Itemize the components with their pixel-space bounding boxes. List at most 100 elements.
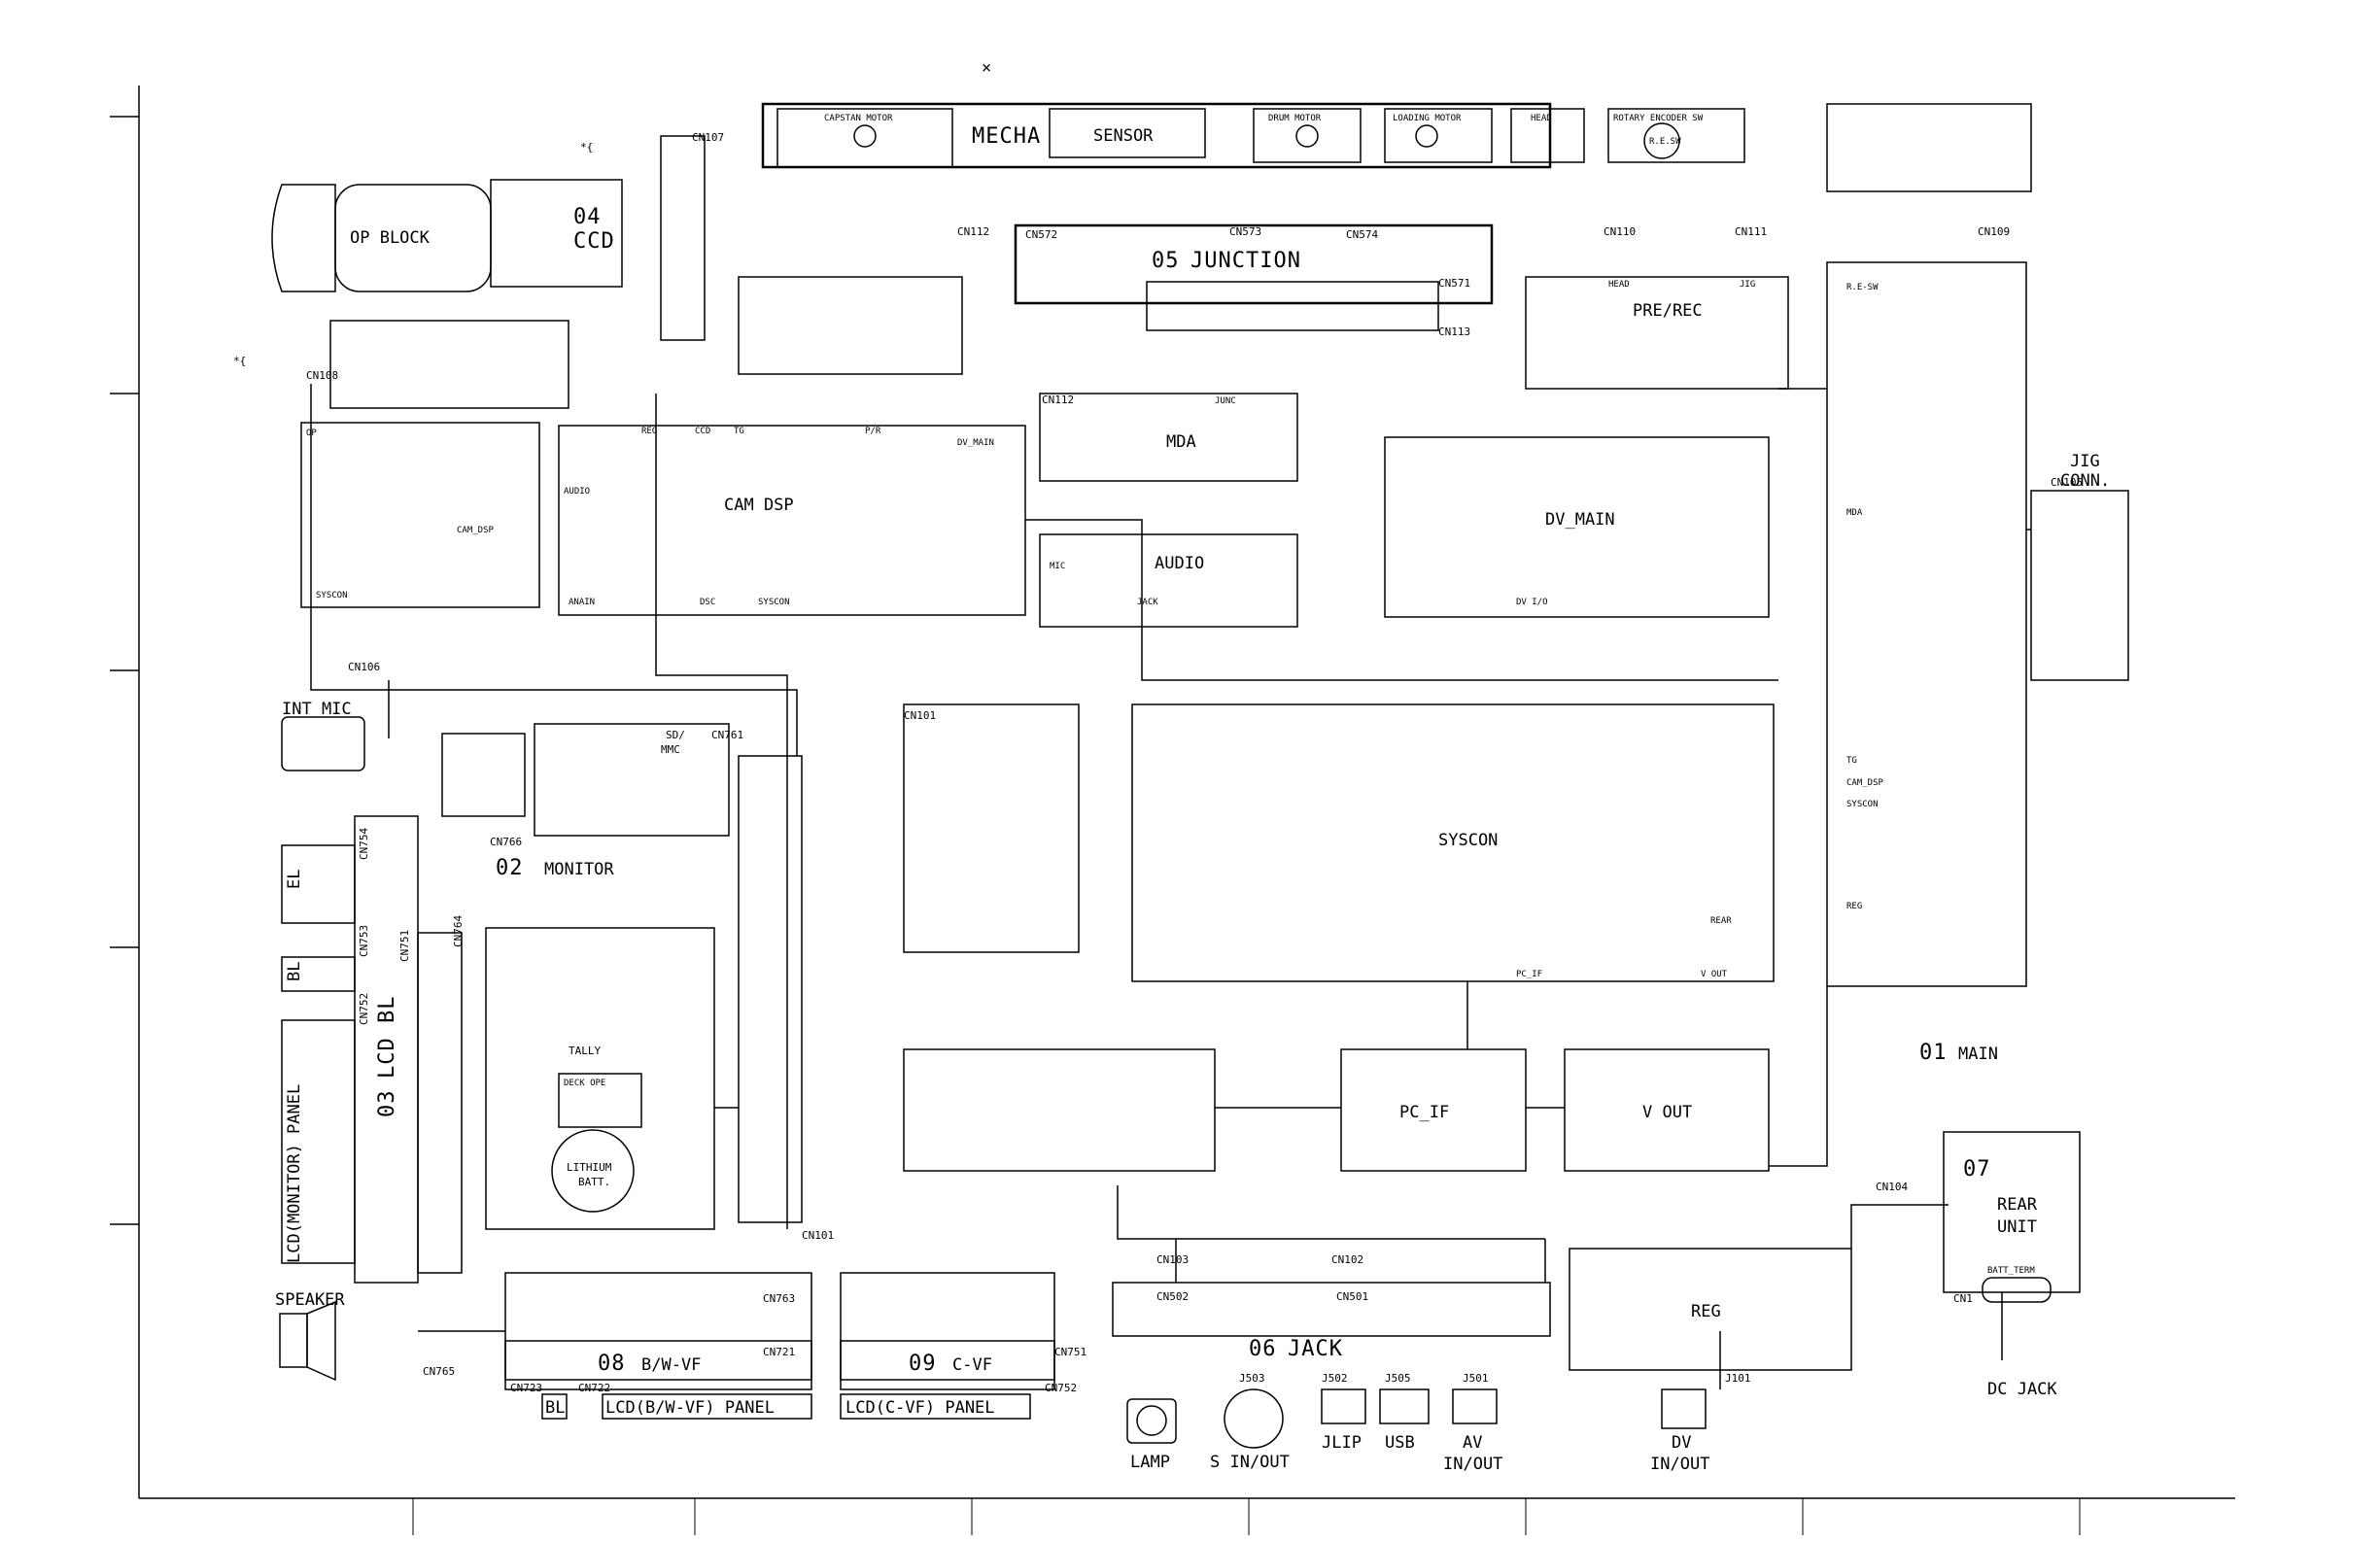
connector-cn107: CN107: [692, 131, 724, 144]
sub-label-v-out: V OUT: [1701, 970, 1728, 979]
connector-cn766: CN766: [490, 836, 522, 848]
connector-cn102: CN102: [1331, 1253, 1363, 1266]
connector-cn109: CN109: [1978, 225, 2010, 238]
loading-motor-label: LOADING MOTOR: [1393, 114, 1462, 123]
sub-label-tg: TG: [734, 427, 744, 436]
sub-label-audio: AUDIO: [564, 487, 590, 497]
connector-cn502: CN502: [1156, 1290, 1189, 1303]
connector-cn573: CN573: [1229, 225, 1261, 238]
rear-unit-label-2: UNIT: [1997, 1217, 2037, 1237]
bl-label: BL: [285, 962, 304, 981]
dc-jack-label: DC JACK: [1987, 1380, 2057, 1399]
jlip-label: JLIP: [1322, 1433, 1362, 1453]
monitor-label: MONITOR: [544, 860, 614, 879]
sub-label-syscon-r: SYSCON: [1846, 800, 1879, 809]
connector-j502: J502: [1322, 1372, 1348, 1385]
connector-cn110: CN110: [1604, 225, 1636, 238]
connector-cn764: CN764: [452, 915, 465, 947]
dv-main-label: DV_MAIN: [1545, 510, 1615, 530]
sub-label-dv-main: DV_MAIN: [957, 438, 994, 448]
left-brace-mark-2: *{: [233, 355, 246, 367]
sub-label-tg-r: TG: [1846, 756, 1857, 766]
speaker-label: SPEAKER: [275, 1290, 345, 1310]
connector-cn765: CN765: [423, 1365, 455, 1378]
lcd-bw-panel-label: LCD(B/W-VF) PANEL: [605, 1398, 775, 1418]
bw-vf-label: B/W-VF: [641, 1355, 701, 1375]
pc-if-label: PC_IF: [1399, 1103, 1449, 1122]
sub-label-op: OP: [306, 428, 317, 438]
connector-cn754: CN754: [358, 828, 370, 860]
s-in-out-label: S IN/OUT: [1210, 1453, 1290, 1472]
connector-cn501: CN501: [1336, 1290, 1368, 1303]
connector-cn104: CN104: [1876, 1181, 1908, 1193]
drum-motor-label: DRUM MOTOR: [1268, 114, 1322, 123]
bw-vf-number: 08: [598, 1352, 626, 1376]
tally-label: TALLY: [569, 1045, 601, 1057]
connector-cn761: CN761: [711, 729, 743, 741]
connector-cn721: CN721: [763, 1346, 795, 1358]
op-block-label: OP BLOCK: [350, 228, 431, 248]
lamp-label: LAMP: [1130, 1453, 1170, 1472]
cam-dsp-label: CAM DSP: [724, 496, 794, 515]
sub-label-mic: MIC: [1050, 562, 1065, 571]
lithium-label: LITHIUM: [567, 1161, 612, 1174]
sub-label-p-r: P/R: [865, 427, 881, 436]
connector-cn101: CN101: [802, 1229, 834, 1242]
lcd-bl-label: LCD BL: [375, 996, 399, 1079]
junction-label: JUNCTION: [1190, 249, 1301, 273]
el-label: EL: [285, 870, 304, 889]
connector-cn763: CN763: [763, 1292, 795, 1305]
connector-cn1: CN1: [1953, 1292, 1973, 1305]
sub-label-dv-i-o: DV I/O: [1516, 598, 1548, 607]
connector-cn112b: CN112: [1042, 394, 1074, 406]
connector-cn108: CN108: [306, 369, 338, 382]
connector-cn103: CN103: [1156, 1253, 1189, 1266]
sub-label-r-e-sw: R.E-SW: [1846, 283, 1879, 292]
batt-term-label: BATT_TERM: [1987, 1266, 2035, 1276]
ccd-number: 04: [573, 205, 602, 229]
connector-cn112: CN112: [957, 225, 989, 238]
connector-cn752: CN752: [358, 993, 370, 1025]
c-vf-label: C-VF: [952, 1355, 992, 1375]
ccd-label: CCD: [573, 229, 615, 254]
sub-label-head: HEAD: [1608, 280, 1630, 290]
jig-conn-label-2: CONN.: [2060, 471, 2110, 491]
connector-cn101b: CN101: [904, 709, 936, 722]
sub-label-cam-dsp-r: CAM_DSP: [1846, 778, 1884, 788]
pre-rec-label: PRE/REC: [1633, 301, 1703, 321]
junction-number: 05: [1152, 249, 1180, 273]
connector-cn722: CN722: [578, 1382, 610, 1394]
connector-cn113: CN113: [1438, 326, 1470, 338]
connector-cn111: CN111: [1735, 225, 1767, 238]
head-label: HEAD: [1531, 114, 1552, 123]
bl-bottom-label: BL: [545, 1398, 565, 1418]
jack-label: JACK: [1288, 1337, 1343, 1361]
main-label: MAIN: [1958, 1045, 1998, 1064]
connector-cn574: CN574: [1346, 228, 1378, 241]
c-vf-number: 09: [909, 1352, 937, 1376]
jack-number: 06: [1249, 1337, 1277, 1361]
sd-mmc-label: SD/: [666, 729, 685, 741]
sensor-label: SENSOR: [1093, 126, 1154, 146]
left-brace-mark: *{: [580, 141, 593, 154]
sub-label-jig: JIG: [1740, 280, 1755, 290]
connector-cn106: CN106: [348, 661, 380, 673]
capstan-motor-label: CAPSTAN MOTOR: [824, 114, 893, 123]
sub-label-cam-dsp-left: CAM_DSP: [457, 526, 495, 535]
audio-label: AUDIO: [1155, 554, 1204, 573]
dv-label: DV: [1672, 1433, 1691, 1453]
mecha-label: MECHA: [972, 124, 1041, 149]
jig-conn-label: JIG: [2070, 452, 2100, 471]
connector-cn571: CN571: [1438, 277, 1470, 290]
connector-cn751b: CN751: [1054, 1346, 1087, 1358]
connector-j503: J503: [1239, 1372, 1265, 1385]
sub-label-syscon-b: SYSCON: [758, 598, 790, 607]
lcd-monitor-panel-label: LCD(MONITOR) PANEL: [285, 1084, 304, 1263]
sub-label-dsc: DSC: [700, 598, 715, 607]
deck-ope-label: DECK OPE: [564, 1079, 605, 1088]
sub-label-junc: JUNC: [1215, 396, 1236, 406]
sub-label-mda: MDA: [1846, 508, 1863, 518]
res-label: R.E.SW: [1649, 137, 1681, 147]
sd-mmc-label-2: MMC: [661, 743, 680, 756]
